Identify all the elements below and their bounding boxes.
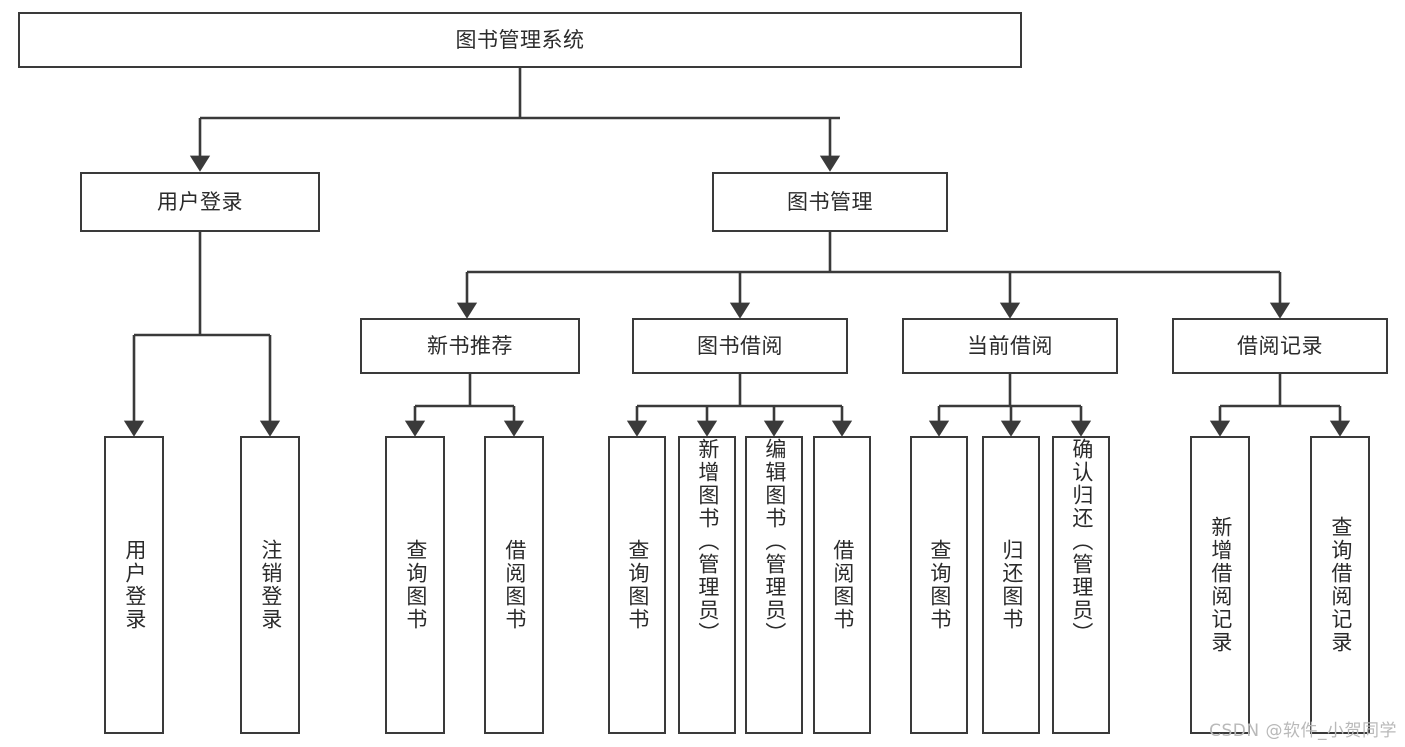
node-root[interactable]: 图书管理系统 bbox=[18, 12, 1022, 68]
node-leaf-query-record-label: 查询借阅记录 bbox=[1328, 516, 1353, 654]
node-book-manage-label: 图书管理 bbox=[787, 189, 873, 214]
node-user-login-label: 用户登录 bbox=[157, 189, 243, 214]
node-leaf-borrow-book-1[interactable]: 借阅图书 bbox=[484, 436, 544, 734]
node-borrow-record[interactable]: 借阅记录 bbox=[1172, 318, 1388, 374]
node-leaf-confirm-return[interactable]: 确认归还（管理员） bbox=[1052, 436, 1110, 734]
watermark-text: CSDN @软件_小贺同学 bbox=[1209, 721, 1397, 741]
node-leaf-add-book-label: 新增图书（管理员） bbox=[695, 438, 720, 645]
node-leaf-query-book-1-label: 查询图书 bbox=[403, 539, 428, 631]
node-leaf-user-login-label: 用户登录 bbox=[122, 539, 147, 631]
node-leaf-borrow-book-1-label: 借阅图书 bbox=[502, 539, 527, 631]
node-book-borrow[interactable]: 图书借阅 bbox=[632, 318, 848, 374]
node-leaf-edit-book-label: 编辑图书（管理员） bbox=[762, 438, 787, 645]
node-root-label: 图书管理系统 bbox=[455, 27, 585, 52]
node-book-manage[interactable]: 图书管理 bbox=[712, 172, 948, 232]
node-leaf-edit-book[interactable]: 编辑图书（管理员） bbox=[745, 436, 803, 734]
node-book-borrow-label: 图书借阅 bbox=[697, 333, 783, 358]
node-leaf-query-book-3-label: 查询图书 bbox=[927, 539, 952, 631]
node-leaf-user-login[interactable]: 用户登录 bbox=[104, 436, 164, 734]
node-leaf-query-record[interactable]: 查询借阅记录 bbox=[1310, 436, 1370, 734]
node-leaf-confirm-return-label: 确认归还（管理员） bbox=[1069, 438, 1094, 645]
node-leaf-return-book[interactable]: 归还图书 bbox=[982, 436, 1040, 734]
node-user-login[interactable]: 用户登录 bbox=[80, 172, 320, 232]
node-leaf-add-record[interactable]: 新增借阅记录 bbox=[1190, 436, 1250, 734]
node-leaf-query-book-2-label: 查询图书 bbox=[625, 539, 650, 631]
node-leaf-query-book-1[interactable]: 查询图书 bbox=[385, 436, 445, 734]
node-leaf-return-book-label: 归还图书 bbox=[999, 539, 1024, 631]
node-leaf-add-book[interactable]: 新增图书（管理员） bbox=[678, 436, 736, 734]
node-new-book-rec[interactable]: 新书推荐 bbox=[360, 318, 580, 374]
node-leaf-add-record-label: 新增借阅记录 bbox=[1208, 516, 1233, 654]
node-leaf-borrow-book-2[interactable]: 借阅图书 bbox=[813, 436, 871, 734]
node-leaf-borrow-book-2-label: 借阅图书 bbox=[830, 539, 855, 631]
node-leaf-query-book-3[interactable]: 查询图书 bbox=[910, 436, 968, 734]
node-current-borrow[interactable]: 当前借阅 bbox=[902, 318, 1118, 374]
node-new-book-rec-label: 新书推荐 bbox=[427, 333, 513, 358]
node-current-borrow-label: 当前借阅 bbox=[967, 333, 1053, 358]
node-leaf-query-book-2[interactable]: 查询图书 bbox=[608, 436, 666, 734]
node-leaf-logout-label: 注销登录 bbox=[258, 539, 283, 631]
node-borrow-record-label: 借阅记录 bbox=[1237, 333, 1323, 358]
node-leaf-logout[interactable]: 注销登录 bbox=[240, 436, 300, 734]
